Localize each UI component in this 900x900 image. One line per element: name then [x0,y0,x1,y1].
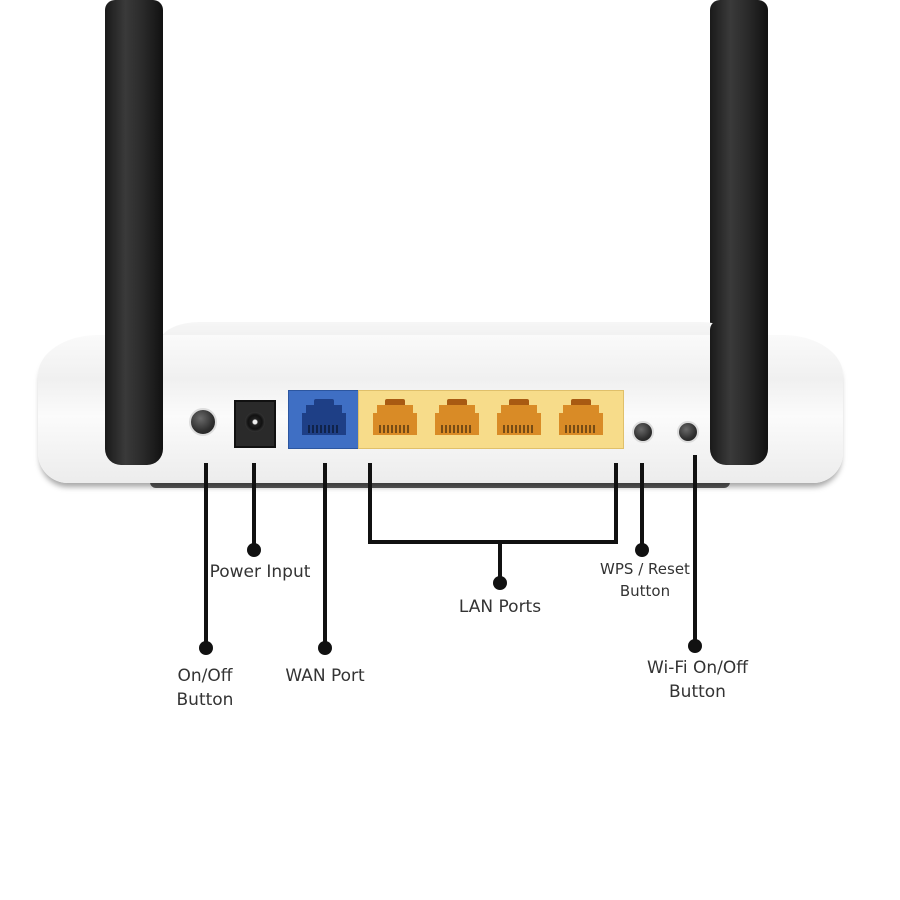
lan-port-3 [495,399,543,437]
lan-leader-dot [493,576,507,590]
wifi-onoff-label-line1: Wi-Fi On/Off [647,658,748,678]
onoff-label-line2: Button [176,690,234,710]
power-leader-line [252,463,256,551]
wifi-onoff-button [677,421,699,443]
onoff-leader-dot [199,641,213,655]
lan-bracket-right [614,463,618,543]
power-input-jack [234,400,276,448]
wan-port-block [288,390,360,449]
wps-reset-label-line2: Button [619,582,671,600]
wps-reset-label-line1: WPS / Reset [600,560,690,578]
power-input-label: Power Input [190,560,330,584]
wan-port-label-text: WAN Port [285,666,365,686]
onoff-label: On/Off Button [150,664,260,712]
router-foot [150,478,730,488]
lan-ports-block [358,390,624,449]
power-leader-dot [247,543,261,557]
lan-bracket-left [368,463,372,543]
lan-ports-label-text: LAN Ports [458,597,542,617]
lan-bracket-bottom [368,540,618,544]
onoff-button [189,408,217,436]
wps-leader-line [640,463,644,551]
wan-leader-dot [318,641,332,655]
power-jack-hole [245,412,265,432]
wan-leader-line [323,463,327,648]
wifi-leader-dot [688,639,702,653]
left-antenna-base [105,320,163,465]
wps-reset-button [632,421,654,443]
lan-port-4 [557,399,605,437]
wifi-onoff-label-line2: Button [669,682,726,702]
power-input-label-text: Power Input [209,562,311,582]
onoff-leader-line [204,463,208,648]
wps-leader-dot [635,543,649,557]
wan-port [300,399,348,437]
lan-port-2 [433,399,481,437]
lan-port-1 [371,399,419,437]
wps-reset-label: WPS / Reset Button [585,558,705,602]
wan-port-label: WAN Port [265,664,385,688]
right-antenna-base [710,320,768,465]
lan-leader-line [498,540,502,582]
wifi-onoff-label: Wi-Fi On/Off Button [630,656,765,704]
wifi-leader-line [693,455,697,645]
onoff-label-line1: On/Off [177,666,233,686]
lan-ports-label: LAN Ports [440,595,560,619]
